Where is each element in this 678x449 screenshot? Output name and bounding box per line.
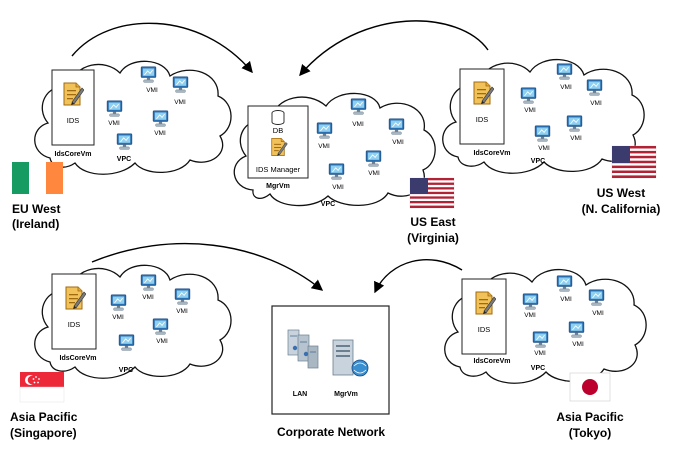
svg-text:VMI: VMI — [112, 314, 124, 321]
db-label: DB — [273, 126, 283, 135]
svg-text:VMI: VMI — [570, 135, 582, 142]
connection-arrows — [71, 20, 489, 294]
svg-text:VMI: VMI — [392, 139, 404, 146]
svg-text:IdsCoreVm: IdsCoreVm — [474, 358, 511, 365]
us-east-label: US East — [410, 215, 455, 229]
svg-text:VMI: VMI — [146, 87, 158, 94]
us-flag — [611, 145, 657, 179]
us-west-sublabel: (N. California) — [582, 202, 661, 216]
mgrvm-server-icon — [332, 339, 369, 377]
svg-text:VMI: VMI — [590, 100, 602, 107]
mgrvm-label: MgrVm — [266, 183, 290, 190]
region-tokyo: IDS IdsCoreVm VMI VMI VMI VMI VMI VPC — [444, 268, 647, 384]
ireland-flag — [12, 162, 63, 194]
arrow-uswest-to-east — [299, 20, 489, 77]
us-west-label: US West — [597, 186, 645, 200]
svg-text:VMI: VMI — [524, 312, 536, 319]
tokyo-label: Asia Pacific — [556, 410, 624, 424]
corporate-network-label: Corporate Network — [277, 425, 385, 439]
svg-text:VMI: VMI — [560, 296, 572, 303]
region-us-west: IDS IdsCoreVm VMI VMI VMI VMI VMI VPC — [442, 58, 645, 174]
ids-manager-label: IDS Manager — [256, 165, 301, 174]
singapore-sublabel: (Singapore) — [10, 426, 77, 440]
svg-text:IdsCoreVm: IdsCoreVm — [474, 150, 511, 157]
svg-text:VMI: VMI — [534, 350, 546, 357]
japan-flag — [569, 372, 611, 402]
corporate-network-box — [271, 305, 390, 415]
region-singapore: IDS IdsCoreVm VMI VMI VMI VMI VPC — [34, 264, 232, 379]
svg-text:VMI: VMI — [108, 120, 120, 127]
svg-text:IDS: IDS — [68, 320, 81, 329]
singapore-flag — [19, 372, 65, 403]
ids-core-box — [459, 68, 505, 145]
svg-text:VMI: VMI — [538, 145, 550, 152]
svg-text:VMI: VMI — [572, 341, 584, 348]
svg-text:VMI: VMI — [592, 310, 604, 317]
svg-text:VPC: VPC — [119, 367, 133, 374]
svg-text:VMI: VMI — [352, 121, 364, 128]
singapore-label: Asia Pacific — [10, 410, 78, 424]
ids-core-vm-label: IdsCoreVm — [55, 151, 92, 158]
region-eu-west: IDS IdsCoreVm VMI VMI VMI VMI VPC — [34, 60, 232, 175]
corp-mgrvm-label: MgrVm — [334, 391, 358, 398]
svg-text:VMI: VMI — [332, 184, 344, 191]
corporate-network: LAN MgrVm Corporate Network — [271, 305, 390, 439]
region-us-east: DB IDS Manager MgrVm VMI VMI VMI VMI VMI… — [233, 92, 436, 208]
ids-core-box — [51, 273, 97, 350]
svg-text:IDS: IDS — [478, 325, 491, 334]
svg-text:VMI: VMI — [154, 130, 166, 137]
eu-west-label: EU West — [12, 202, 60, 216]
svg-text:VMI: VMI — [176, 308, 188, 315]
svg-text:VMI: VMI — [368, 170, 380, 177]
arrow-eu-to-east — [71, 22, 253, 74]
ids-core-box — [51, 69, 95, 146]
arrow-tokyo-to-corp — [374, 258, 463, 294]
ids-box-label: IDS — [67, 116, 80, 125]
eu-west-sublabel: (Ireland) — [12, 217, 59, 231]
svg-text:VMI: VMI — [156, 338, 168, 345]
database-icon — [271, 110, 285, 125]
lan-servers-icon — [287, 329, 319, 369]
tokyo-sublabel: (Tokyo) — [569, 426, 611, 440]
lan-label: LAN — [293, 391, 307, 398]
svg-text:VPC: VPC — [117, 156, 131, 163]
svg-text:VPC: VPC — [531, 158, 545, 165]
ids-core-box — [461, 278, 507, 355]
svg-text:VMI: VMI — [524, 107, 536, 114]
us-flag — [409, 177, 455, 209]
svg-text:IdsCoreVm: IdsCoreVm — [60, 355, 97, 362]
svg-text:VPC: VPC — [321, 201, 335, 208]
svg-text:IDS: IDS — [476, 115, 489, 124]
us-east-sublabel: (Virginia) — [407, 231, 459, 245]
svg-text:VPC: VPC — [531, 365, 545, 372]
svg-text:VMI: VMI — [318, 143, 330, 150]
svg-text:VMI: VMI — [174, 99, 186, 106]
svg-text:VMI: VMI — [142, 294, 154, 301]
arrow-singapore-to-corp — [91, 242, 324, 291]
svg-text:VMI: VMI — [560, 84, 572, 91]
